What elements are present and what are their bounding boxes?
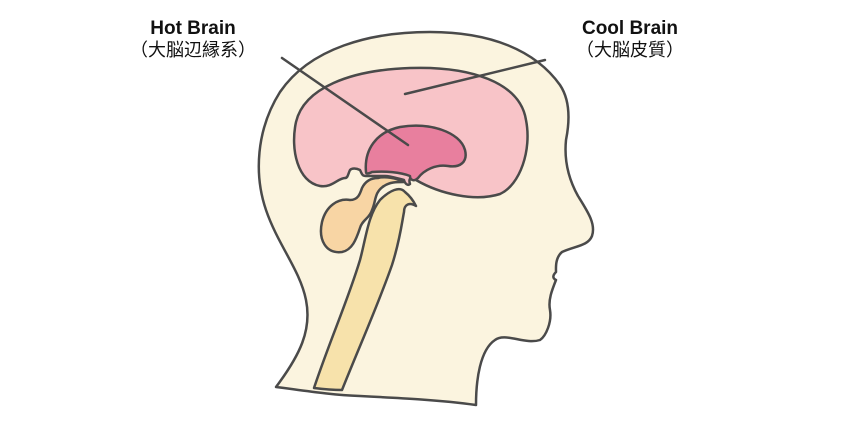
hot-brain-label: Hot Brain （大脳辺縁系）	[118, 18, 268, 62]
cool-brain-label: Cool Brain （大脳皮質）	[560, 18, 700, 62]
brainstem	[312, 188, 418, 392]
hot-brain-subtitle: （大脳辺縁系）	[130, 40, 256, 61]
hot-brain-title: Hot Brain	[150, 18, 236, 39]
cool-brain-leader-line	[403, 58, 547, 96]
pituitary-gland	[319, 175, 406, 254]
hot-brain-leader-line	[280, 56, 410, 147]
cool-brain-subtitle: （大脳皮質）	[576, 40, 684, 61]
limbic-system	[364, 124, 467, 182]
cool-brain-title: Cool Brain	[581, 18, 679, 39]
